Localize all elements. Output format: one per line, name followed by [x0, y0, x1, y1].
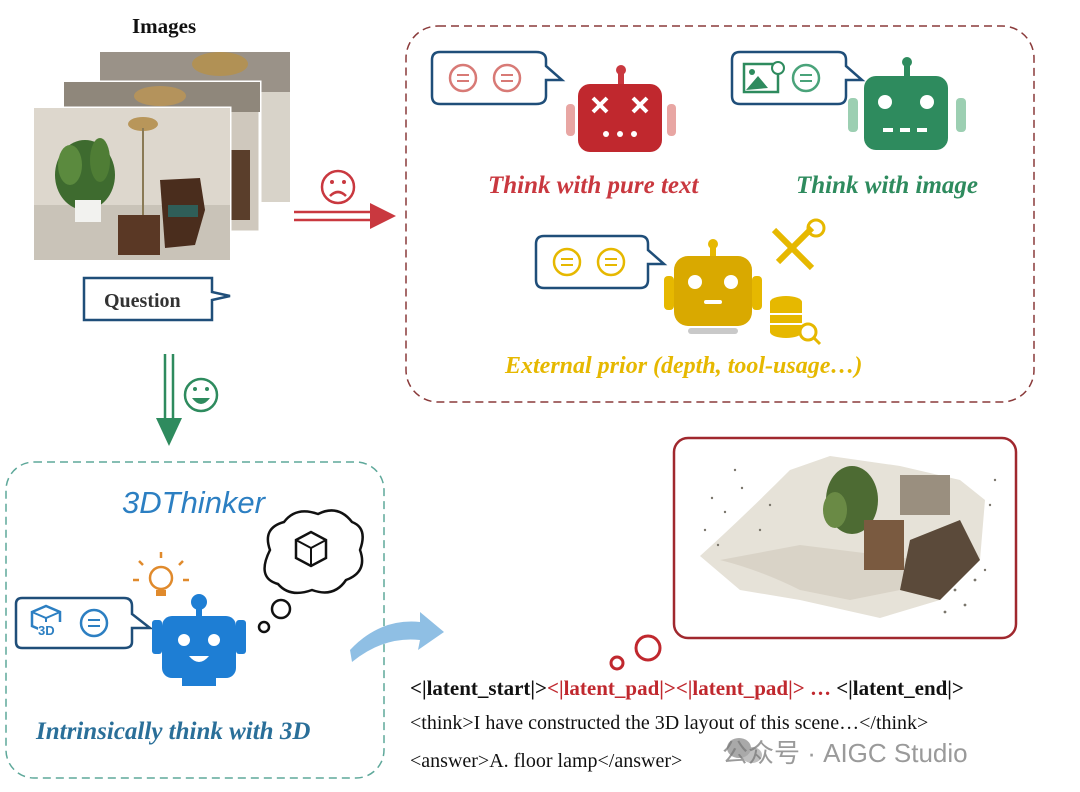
pure-text-speech-bubble [430, 50, 566, 106]
image-front [32, 106, 232, 262]
blue-curved-arrow [350, 612, 444, 662]
3dthinker-robot-icon [152, 594, 246, 686]
chat-icon [596, 247, 626, 277]
chat-icon [79, 608, 109, 638]
latent-start-token: <|latent_start|> [410, 676, 547, 700]
3dthinker-title: 3DThinker [122, 485, 265, 520]
sad-face-icon [320, 169, 356, 205]
chat-icon [448, 63, 478, 93]
3dthinker-box [5, 461, 385, 779]
green-arrow-to-3dthinker [156, 354, 182, 446]
image-search-icon [742, 61, 785, 94]
happy-face-icon [183, 377, 219, 413]
database-search-icon [770, 296, 822, 346]
3d-badge-label: 3D [38, 623, 55, 638]
baseline-methods-box [405, 25, 1035, 403]
yellow-robot-icon [664, 239, 762, 334]
lightbulb-icon [133, 552, 189, 596]
dead-robot-icon [566, 65, 676, 152]
3d-cube-icon [294, 530, 328, 568]
thought-cloud [257, 509, 364, 634]
latent-pad-tokens: <|latent_pad|><|latent_pad|> … [546, 676, 831, 700]
external-prior-speech-bubble [534, 234, 668, 290]
chat-icon [552, 247, 582, 277]
image-label: Think with image [796, 172, 978, 199]
pure-text-label: Think with pure text [488, 172, 699, 199]
chat-icon [492, 63, 522, 93]
image-speech-bubble [730, 50, 866, 106]
latent-token-line: <|latent_start|><|latent_pad|><|latent_p… [410, 676, 964, 701]
latent-end-token: <|latent_end|> [830, 676, 964, 700]
green-robot-icon [848, 57, 966, 150]
tools-icon [771, 218, 826, 271]
chat-icon [791, 63, 821, 93]
red-arrow-to-methods [294, 203, 396, 229]
answer-text: <answer>A. floor lamp</answer> [410, 750, 683, 772]
point-cloud-panel [672, 436, 1018, 640]
3dthinker-tagline: Intrinsically think with 3D [36, 718, 311, 745]
think-text: <think>I have constructed the 3D layout … [410, 712, 929, 734]
watermark: 公众号 · AIGC Studio [722, 738, 968, 768]
question-bubble [82, 276, 231, 322]
images-title: Images [132, 14, 197, 38]
input-images-stack [32, 50, 292, 262]
3d-cube-icon [30, 604, 64, 638]
thought-bubbles-to-latent [609, 634, 662, 671]
question-label: Question [104, 290, 181, 312]
external-prior-label: External prior (depth, tool-usage…) [505, 353, 863, 379]
3d-speech-bubble [14, 596, 154, 650]
wechat-logo-icon [727, 738, 762, 763]
